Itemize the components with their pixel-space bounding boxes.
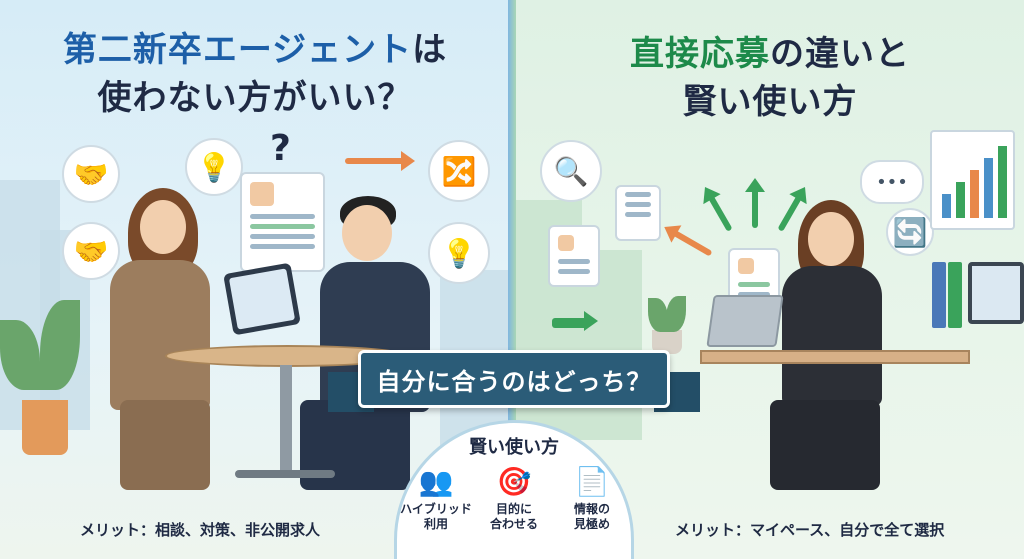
flowchart-icon: 🔀 <box>428 140 490 202</box>
handshake-icon: 🤝 <box>62 145 120 203</box>
tip-label: 目的に 合わせる <box>489 502 538 531</box>
table-leg <box>280 365 292 475</box>
left-title-rest: は <box>412 30 448 70</box>
avatar <box>250 182 274 206</box>
arrow-icon <box>752 188 758 228</box>
left-merit: メリット：相談、対策、非公開求人 <box>80 521 321 539</box>
tip-label: ハイブリッド 利用 <box>400 502 472 531</box>
tip-information: 📄 情報の 見極め <box>552 462 632 532</box>
desk <box>700 350 970 364</box>
tablet <box>223 262 301 336</box>
tip-hybrid: 👥 ハイブリッド 利用 <box>396 462 476 532</box>
arrow-right-icon <box>552 311 598 331</box>
right-merit: メリット：マイペース、自分で全て選択 <box>675 521 945 539</box>
tip-purpose: 🎯 目的に 合わせる <box>474 462 554 532</box>
plant-leaf <box>648 298 668 332</box>
plant-pot <box>22 400 68 455</box>
monitor <box>968 262 1024 324</box>
sync-icon: 🔄 <box>886 208 934 256</box>
handshake-icon: 🤝 <box>62 222 120 280</box>
bar-chart-card <box>930 130 1015 230</box>
document-search-icon: 📄 <box>574 465 610 498</box>
lightbulb-icon: 💡 <box>428 222 490 284</box>
profile-card <box>240 172 325 272</box>
right-title-highlight: 直接応募 <box>630 34 770 74</box>
people-arrows-icon: 👥 <box>418 465 454 498</box>
left-title: 第二新卒エージェントは 使わない方がいい？ <box>20 26 490 122</box>
tips-title: 賢い使い方 <box>469 437 559 458</box>
file-binder <box>932 262 946 328</box>
table-base <box>235 470 335 478</box>
comparison-banner: 自分に合うのはどっち？ <box>358 350 670 408</box>
lightbulb-icon: 💡 <box>185 138 243 196</box>
document-card <box>615 185 661 241</box>
magnifier-icon: 🔍 <box>540 140 602 202</box>
left-title-highlight: 第二新卒エージェント <box>62 30 413 70</box>
file-binder <box>948 262 962 328</box>
target-icon: 🎯 <box>496 465 532 498</box>
right-title-rest: の違いと <box>770 34 910 74</box>
speech-bubble-icon: ••• <box>860 160 924 204</box>
right-title: 直接応募の違いと 賢い使い方 <box>545 30 995 126</box>
question-mark: ? <box>270 128 291 169</box>
arrow-right-icon <box>345 151 415 171</box>
laptop <box>706 295 784 347</box>
left-title-line2: 使わない方がいい？ <box>97 78 413 118</box>
right-title-line2: 賢い使い方 <box>682 82 858 122</box>
tip-label: 情報の 見極め <box>573 502 610 531</box>
panel-divider <box>508 0 516 559</box>
resume-card <box>548 225 600 287</box>
